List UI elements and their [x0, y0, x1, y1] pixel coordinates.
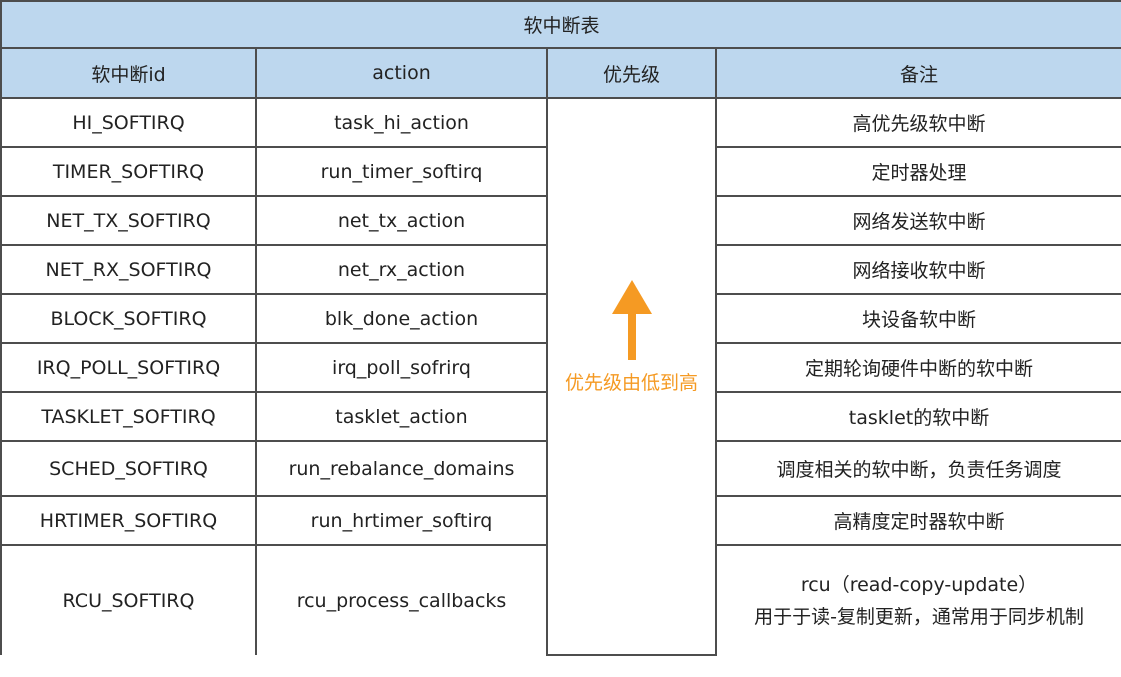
table-row: SCHED_SOFTIRQ run_rebalance_domains 调度相关…	[0, 440, 1121, 497]
softirq-id-cell: TIMER_SOFTIRQ	[0, 146, 257, 197]
table-row: RCU_SOFTIRQ rcu_process_callbacks rcu（re…	[0, 544, 1121, 655]
softirq-id-cell: NET_RX_SOFTIRQ	[0, 244, 257, 295]
table-row: HRTIMER_SOFTIRQ run_hrtimer_softirq 高精度定…	[0, 495, 1121, 546]
note-line-2: 用于于读-复制更新，通常用于同步机制	[754, 605, 1084, 628]
action-cell: net_rx_action	[255, 244, 548, 295]
softirq-table: 软中断表 软中断id action 优先级 备注 HI_SOFTIRQ task…	[0, 0, 1121, 656]
action-cell: rcu_process_callbacks	[255, 544, 548, 655]
action-cell: irq_poll_sofrirq	[255, 342, 548, 393]
header-action: action	[255, 47, 548, 99]
note-cell: rcu（read-copy-update） 用于于读-复制更新，通常用于同步机制	[714, 544, 1121, 655]
note-line-1: rcu（read-copy-update）	[800, 573, 1038, 596]
softirq-id-cell: NET_TX_SOFTIRQ	[0, 195, 257, 246]
note-cell: 调度相关的软中断，负责任务调度	[714, 440, 1121, 497]
header-softirq-id: 软中断id	[0, 47, 257, 99]
softirq-id-cell: HI_SOFTIRQ	[0, 97, 257, 148]
note-cell: 定时器处理	[714, 146, 1121, 197]
action-cell: blk_done_action	[255, 293, 548, 344]
softirq-id-cell: RCU_SOFTIRQ	[0, 544, 257, 655]
priority-cell: 优先级由低到高	[546, 97, 717, 656]
action-cell: run_timer_softirq	[255, 146, 548, 197]
table-row: NET_TX_SOFTIRQ net_tx_action 网络发送软中断	[0, 195, 1121, 246]
action-cell: run_hrtimer_softirq	[255, 495, 548, 546]
action-cell: task_hi_action	[255, 97, 548, 148]
action-cell: net_tx_action	[255, 195, 548, 246]
softirq-id-cell: SCHED_SOFTIRQ	[0, 440, 257, 497]
priority-indicator: 优先级由低到高	[549, 278, 714, 395]
table-row: BLOCK_SOFTIRQ blk_done_action 块设备软中断	[0, 293, 1121, 344]
header-notes: 备注	[714, 47, 1121, 99]
note-cell: 定期轮询硬件中断的软中断	[714, 342, 1121, 393]
softirq-id-cell: HRTIMER_SOFTIRQ	[0, 495, 257, 546]
note-cell: 块设备软中断	[714, 293, 1121, 344]
table-row: TASKLET_SOFTIRQ tasklet_action tasklet的软…	[0, 391, 1121, 442]
action-cell: run_rebalance_domains	[255, 440, 548, 497]
note-cell: 网络接收软中断	[714, 244, 1121, 295]
table-row: IRQ_POLL_SOFTIRQ irq_poll_sofrirq 定期轮询硬件…	[0, 342, 1121, 393]
note-cell: 网络发送软中断	[714, 195, 1121, 246]
softirq-id-cell: BLOCK_SOFTIRQ	[0, 293, 257, 344]
arrow-up-icon	[611, 280, 652, 360]
softirq-id-cell: TASKLET_SOFTIRQ	[0, 391, 257, 442]
note-cell: 高精度定时器软中断	[714, 495, 1121, 546]
table-row: NET_RX_SOFTIRQ net_rx_action 网络接收软中断	[0, 244, 1121, 295]
softirq-id-cell: IRQ_POLL_SOFTIRQ	[0, 342, 257, 393]
table-title: 软中断表	[0, 0, 1121, 49]
header-priority: 优先级	[546, 47, 717, 99]
action-cell: tasklet_action	[255, 391, 548, 442]
priority-label: 优先级由低到高	[564, 372, 698, 394]
note-cell: 高优先级软中断	[714, 97, 1121, 148]
note-cell: tasklet的软中断	[714, 391, 1121, 442]
table-row: HI_SOFTIRQ task_hi_action 优先级由低到高 高优先级软中…	[0, 97, 1121, 656]
